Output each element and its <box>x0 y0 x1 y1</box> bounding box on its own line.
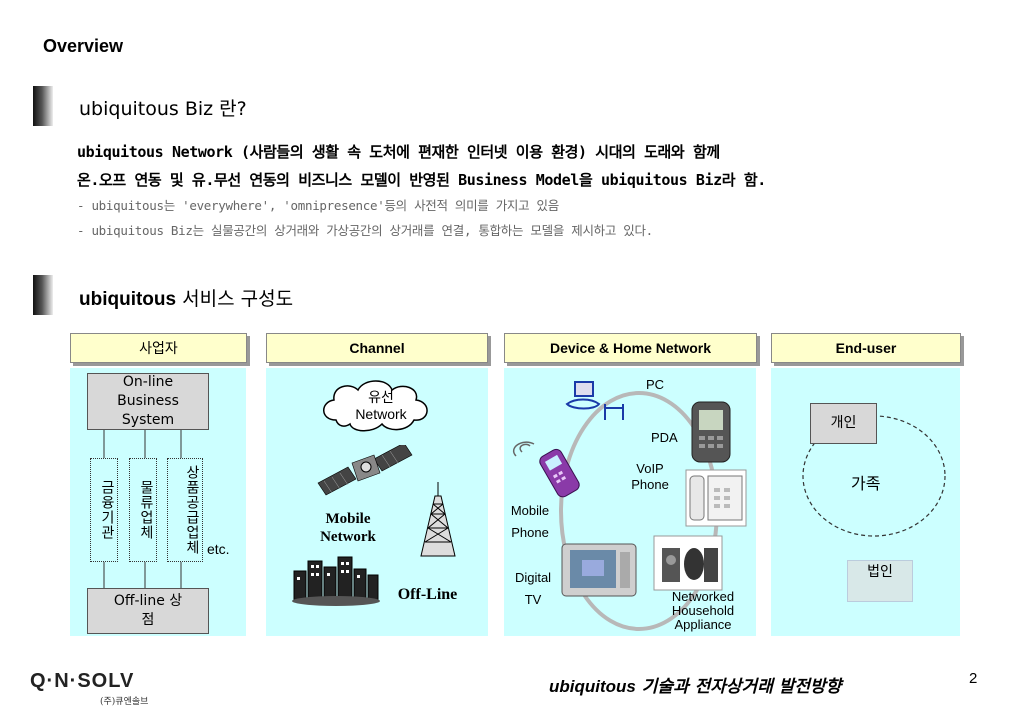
pda-icon <box>691 401 731 463</box>
column-header-business: 사업자 <box>70 333 247 363</box>
section1-line2: 온.오프 연동 및 유.무선 연동의 비즈니스 모델이 반영된 Business… <box>77 171 766 189</box>
voip-phone-icon <box>685 469 747 527</box>
column-header-label: 사업자 <box>139 341 178 357</box>
section1-bullet2: - ubiquitous Biz는 실물공간의 상거래와 가상공간의 상거래를 … <box>77 223 653 238</box>
supplier-box: 상품공급업체 <box>167 458 203 562</box>
online-business-system-box: On-line Business System <box>87 373 209 430</box>
column-header-enduser: End-user <box>771 333 961 363</box>
section2-heading-rest: 서비스 구성도 <box>176 288 294 310</box>
family-label: 가족 <box>851 474 881 493</box>
page-number: 2 <box>969 670 978 687</box>
column-header-label: End-user <box>835 340 897 356</box>
column-header-channel: Channel <box>266 333 488 363</box>
logistics-box: 물류업체 <box>129 458 157 562</box>
section1-bullet1: - ubiquitous는 'everywhere', 'omnipresenc… <box>77 198 559 213</box>
digital-tv-label: Digital TV <box>514 570 552 607</box>
household-appliance-icon <box>653 535 723 591</box>
company-logo-subtitle: (주)큐엔솔브 <box>100 697 149 707</box>
corporate-box: 법인 <box>847 560 913 602</box>
section2-heading-bold: ubiquitous <box>79 289 177 310</box>
footer-title-bold: ubiquitous <box>549 677 636 696</box>
column-header-device: Device & Home Network <box>504 333 757 363</box>
city-buildings-icon <box>292 556 380 606</box>
pc-icon <box>565 381 624 420</box>
company-logo: Q·N·SOLV <box>30 670 135 692</box>
appliance-label: Networked Household Appliance <box>671 589 735 632</box>
footer-title: ubiquitous 기술과 전자상거래 발전방향 <box>549 672 841 697</box>
section-marker-bar <box>33 275 53 315</box>
section1-line1: ubiquitous Network (사람들의 생활 속 도처에 편재한 인터… <box>77 143 720 161</box>
mobile-network-label: Mobile Network <box>320 511 376 545</box>
column-header-label: Device & Home Network <box>549 340 712 356</box>
offline-store-label: Off-line 상점 <box>113 593 183 628</box>
mobile-phone-icon <box>513 441 580 498</box>
column-header-label: Channel <box>349 340 405 356</box>
individual-box: 개인 <box>810 403 877 444</box>
page-title: Overview <box>43 36 124 56</box>
business-connector-lines <box>103 428 182 588</box>
voip-label: VoIP Phone <box>631 461 669 492</box>
cloud-network-label: 유선 Network <box>355 389 407 422</box>
mobile-phone-label: Mobile Phone <box>510 503 550 540</box>
section2-heading: ubiquitous 서비스 구성도 <box>79 284 293 311</box>
finance-box: 금융기관 <box>90 458 118 562</box>
section-marker-bar <box>33 86 53 126</box>
offline-channel-label: Off-Line <box>397 586 458 603</box>
offline-store-box: Off-line 상점 <box>87 588 209 634</box>
digital-tv-icon <box>561 543 637 597</box>
pc-label: PC <box>646 377 665 392</box>
section1-heading: ubiquitous Biz 란? <box>79 98 247 120</box>
satellite-icon <box>317 445 413 496</box>
footer-title-rest: 기술과 전자상거래 발전방향 <box>635 677 842 697</box>
pda-label: PDA <box>651 430 678 445</box>
online-business-label: On-line Business System <box>117 374 179 428</box>
cloud-icon <box>323 380 428 432</box>
etc-label: etc. <box>207 541 230 557</box>
antenna-tower-icon <box>420 482 456 557</box>
